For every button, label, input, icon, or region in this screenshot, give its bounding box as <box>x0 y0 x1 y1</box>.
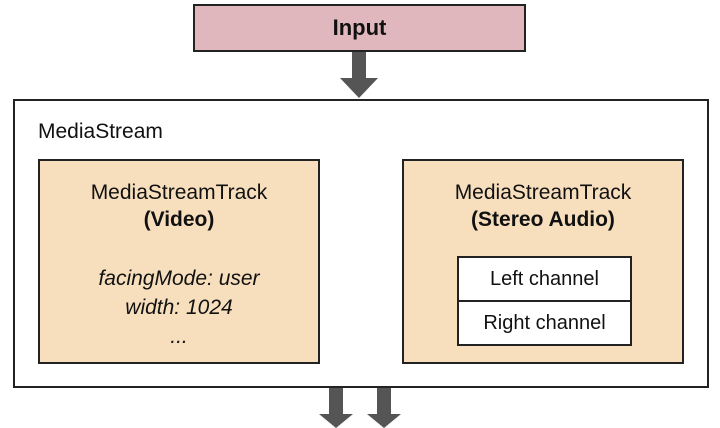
property-width: width: 1024 <box>125 296 233 319</box>
input-label: Input <box>332 15 387 40</box>
output-arrow-left-icon <box>319 388 353 428</box>
video-track-box: MediaStreamTrack (Video) facingMode: use… <box>38 159 320 364</box>
video-track-subtitle: (Video) <box>143 208 215 231</box>
media-stream-label: MediaStream <box>38 120 163 143</box>
output-arrow-right-icon <box>367 388 401 428</box>
channel-list: Left channel Right channel <box>457 256 632 346</box>
video-track-properties: facingMode: user width: 1024 ... <box>40 264 318 351</box>
property-ellipsis: ... <box>170 325 188 348</box>
audio-track-subtitle: (Stereo Audio) <box>471 208 615 231</box>
video-track-title: MediaStreamTrack <box>90 181 268 204</box>
property-facing-mode: facingMode: user <box>98 267 260 290</box>
audio-track-box: MediaStreamTrack (Stereo Audio) Left cha… <box>402 159 684 364</box>
right-channel: Right channel <box>459 300 630 344</box>
audio-track-title: MediaStreamTrack <box>454 181 632 204</box>
left-channel: Left channel <box>490 268 599 290</box>
input-box: Input <box>193 4 526 52</box>
input-arrow-icon <box>340 52 378 98</box>
